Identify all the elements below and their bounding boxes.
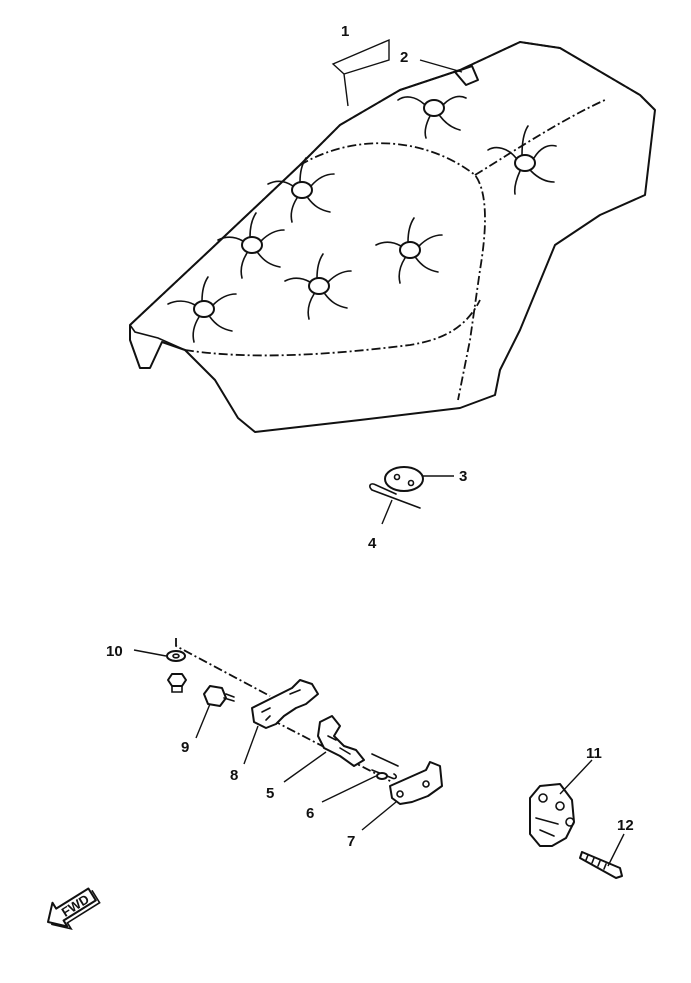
seat-seam-front bbox=[129, 41, 656, 326]
leader-2 bbox=[419, 59, 463, 73]
seat-seam-rear bbox=[474, 99, 606, 176]
callout-10: 10 bbox=[106, 643, 123, 660]
leader-5 bbox=[283, 751, 327, 783]
leader-8 bbox=[243, 725, 259, 765]
tuft-button bbox=[167, 276, 237, 343]
leader-7 bbox=[361, 801, 397, 831]
seat-front-lip bbox=[129, 324, 186, 351]
tuft-button bbox=[397, 95, 467, 139]
bolt bbox=[167, 673, 187, 687]
seat-seam-lower bbox=[184, 299, 481, 357]
cotter-pin bbox=[369, 483, 421, 509]
seat-lock-group bbox=[166, 638, 443, 805]
tuft-button bbox=[267, 157, 335, 223]
callout-8: 8 bbox=[230, 767, 238, 784]
seat-lock-plate bbox=[389, 761, 443, 805]
callout-3: 3 bbox=[459, 468, 467, 485]
seat-damper bbox=[384, 466, 424, 492]
assembly-line-a bbox=[175, 638, 271, 697]
leader-12 bbox=[607, 833, 625, 867]
tuft-button bbox=[284, 253, 352, 320]
seat-seam-middle bbox=[299, 142, 486, 401]
tuft-button bbox=[487, 125, 557, 195]
tuft-button bbox=[375, 217, 443, 284]
callout-4: 4 bbox=[368, 535, 377, 552]
leader-1 bbox=[331, 38, 390, 107]
callout-6: 6 bbox=[306, 805, 314, 822]
fwd-arrow-icon: FWD bbox=[47, 887, 101, 931]
leader-11 bbox=[559, 759, 593, 795]
callout-2: 2 bbox=[400, 49, 408, 66]
tuft-button bbox=[217, 212, 285, 279]
washer bbox=[166, 650, 186, 662]
callout-5: 5 bbox=[266, 785, 274, 802]
seat-lock-bracket bbox=[251, 679, 319, 729]
screw bbox=[579, 851, 623, 879]
callout-7: 7 bbox=[347, 833, 355, 850]
seat-lock-assembly bbox=[529, 783, 623, 879]
leader-10 bbox=[133, 649, 167, 657]
seat-strap bbox=[454, 65, 479, 86]
callout-9: 9 bbox=[181, 739, 189, 756]
callout-12: 12 bbox=[617, 817, 634, 834]
seat-tufting bbox=[167, 95, 557, 343]
spring-pin bbox=[371, 753, 399, 780]
leader-lines bbox=[133, 38, 625, 867]
callout-1: 1 bbox=[341, 23, 349, 40]
callout-labels: 1 2 3 4 5 6 7 8 9 10 11 12 bbox=[106, 23, 634, 850]
leader-6 bbox=[321, 775, 377, 803]
seat-lock-hook bbox=[317, 715, 365, 767]
leader-9 bbox=[195, 703, 211, 739]
seat-assembly bbox=[129, 41, 656, 433]
seat-damper-group bbox=[369, 466, 424, 509]
assembly-line-b bbox=[271, 719, 393, 783]
leader-4 bbox=[381, 499, 393, 525]
nut bbox=[203, 685, 227, 707]
callout-11: 11 bbox=[586, 745, 602, 762]
seat-lock bbox=[529, 783, 575, 847]
seat-outline bbox=[129, 41, 656, 433]
